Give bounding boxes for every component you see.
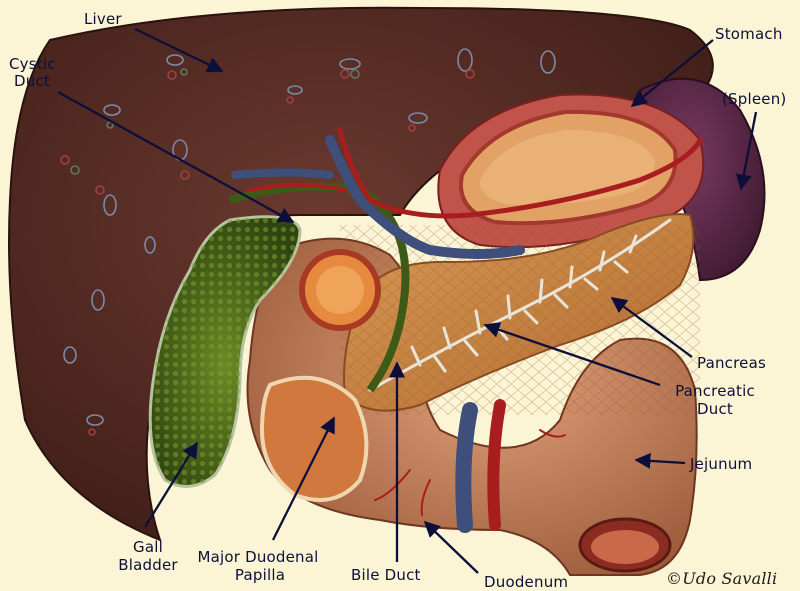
label-cystic-duct-line1: Cystic [9,55,56,73]
label-pancreas: Pancreas [697,354,766,372]
pancreatic-duct [368,218,672,392]
liver-lobules [60,48,556,436]
label-duodenum: Duodenum [484,573,569,591]
label-spleen: (Spleen) [722,90,787,108]
label-pancreatic-duct-line2: Duct [697,400,733,418]
label-cystic-duct-line2: Duct [14,72,50,90]
label-jejunum: Jejunum [690,455,753,473]
label-gall-bladder-line1: Gall [133,538,163,556]
blood-vessels [231,127,703,533]
photo-credit: ©Udo Savalli [666,569,778,588]
label-liver: Liver [84,10,122,28]
label-stomach: Stomach [715,25,783,43]
label-papilla-line1: Major Duodenal [197,548,319,566]
label-gall-bladder-line2: Bladder [118,556,178,574]
label-pancreatic-duct-line1: Pancreatic [675,382,755,400]
label-papilla-line2: Papilla [234,566,286,584]
label-bile-duct: Bile Duct [351,566,421,584]
duodenal-section [259,375,369,502]
pointer-lines [57,27,758,574]
